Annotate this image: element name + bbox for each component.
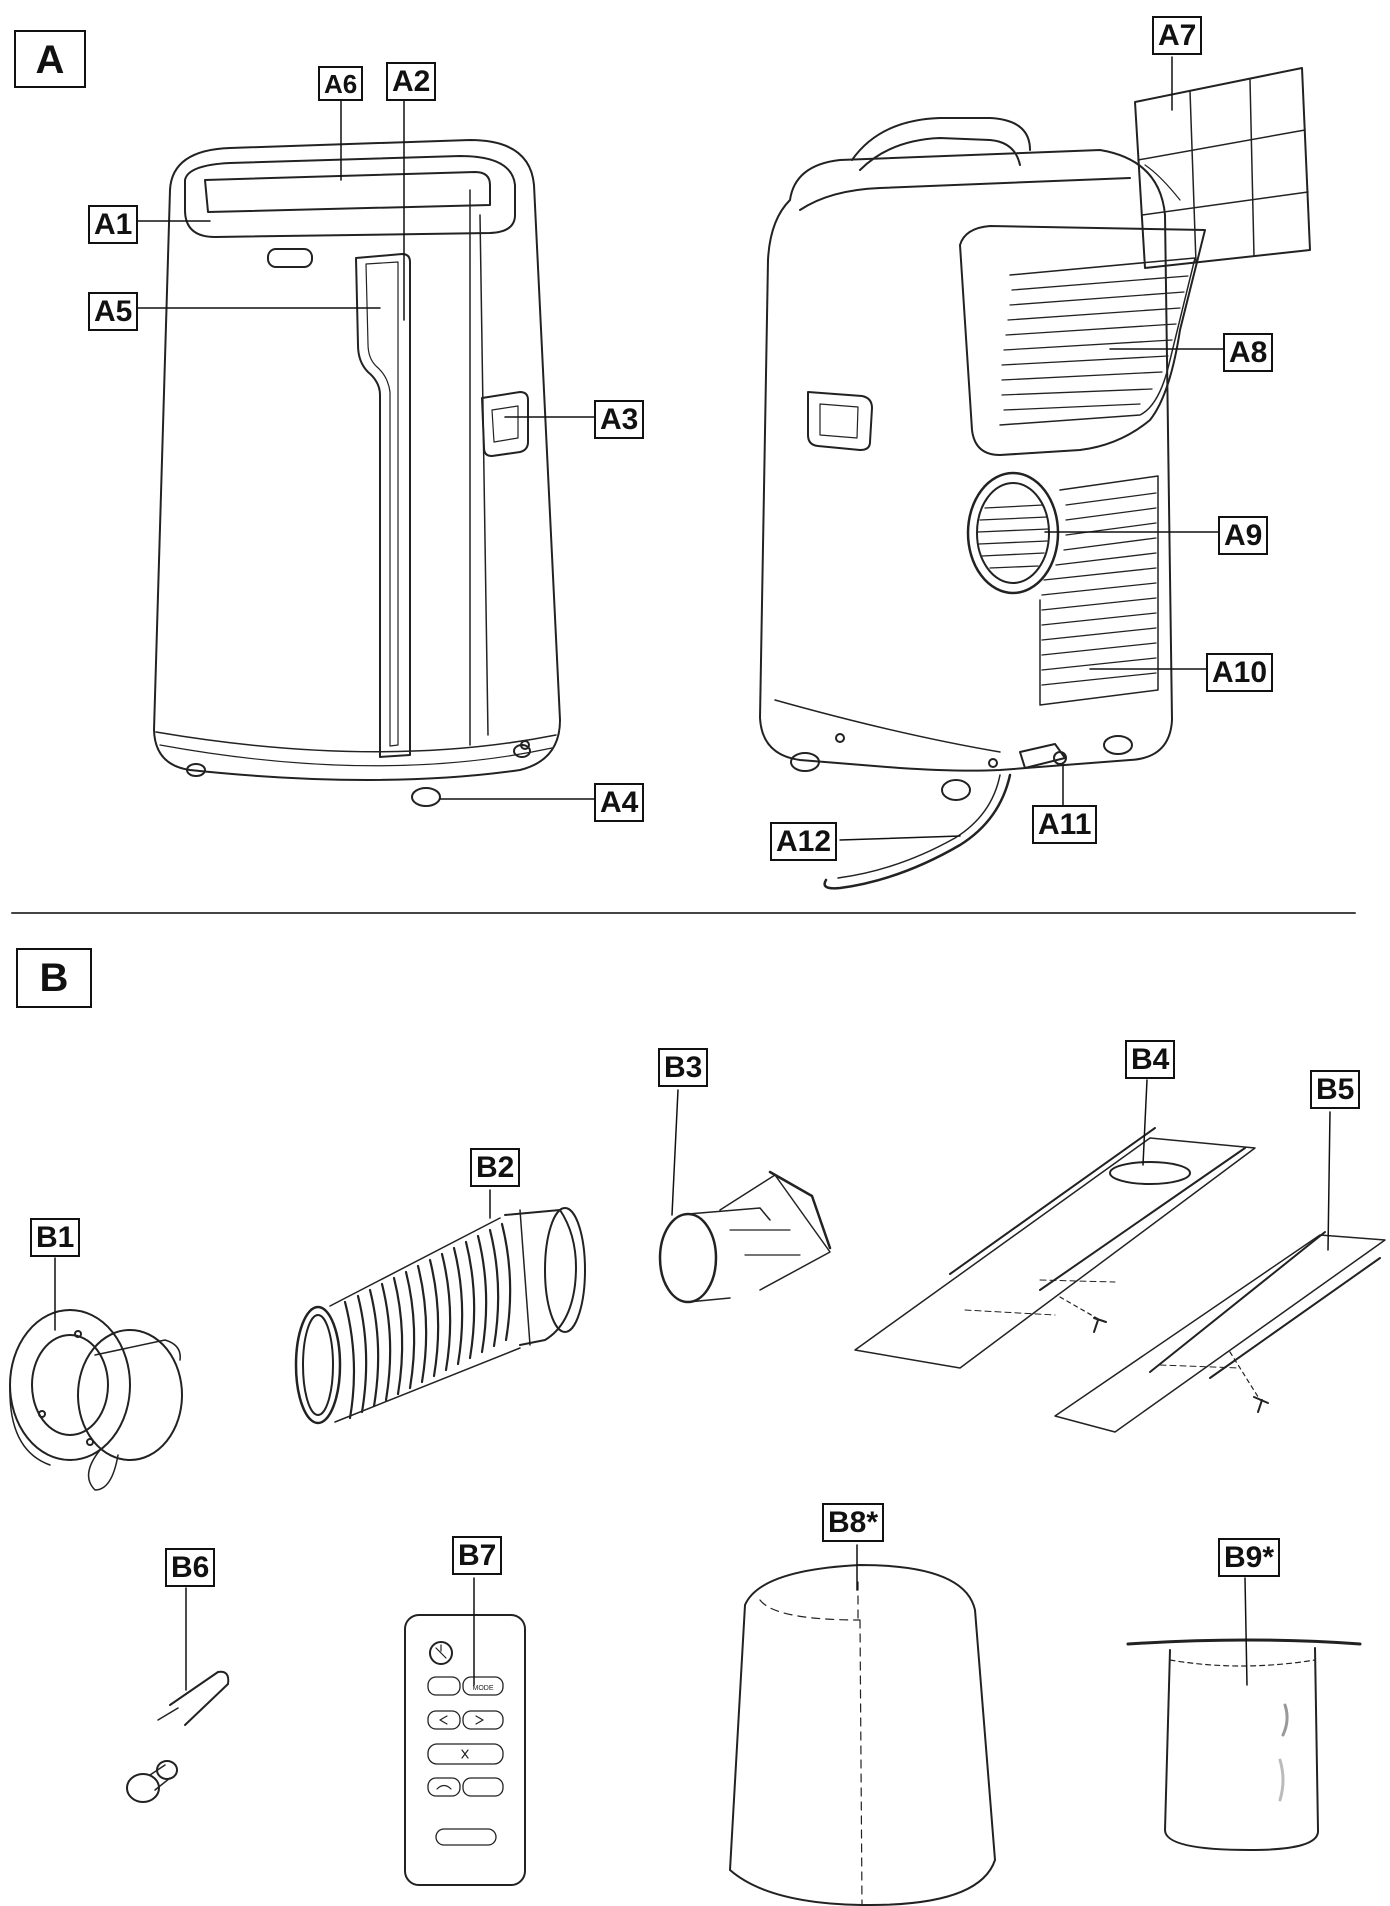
label-a3: A3: [594, 400, 645, 439]
section-b-heading: B: [16, 948, 92, 1008]
label-a12: A12: [770, 822, 838, 861]
label-a5: A5: [88, 292, 139, 331]
label-b6: B6: [165, 1548, 216, 1587]
label-b1: B1: [30, 1218, 81, 1257]
b5-window-kit-extension: [1054, 1231, 1386, 1433]
b9-bag: [1126, 1638, 1362, 1851]
b3-adapter: [658, 1170, 832, 1304]
b2-hose: [294, 1207, 586, 1425]
b6-drain-cap: [126, 1670, 230, 1803]
b8-cover: [729, 1564, 996, 1906]
label-a9: A9: [1218, 516, 1269, 555]
remote-mode-text: MODE: [473, 1685, 494, 1692]
leader-lines-a: [121, 56, 1226, 841]
label-b5: B5: [1310, 1070, 1361, 1109]
label-a4: A4: [594, 783, 645, 822]
label-a10: A10: [1206, 653, 1274, 692]
label-a8: A8: [1223, 333, 1274, 372]
section-a-heading: A: [14, 30, 86, 88]
b1-wall-plug: [9, 1309, 183, 1491]
label-a6: A6: [318, 66, 364, 101]
label-a2: A2: [386, 62, 437, 101]
label-b4: B4: [1125, 1040, 1176, 1079]
leader-lines-b: [54, 1079, 1331, 1691]
b4-window-kit: [854, 1127, 1256, 1369]
label-a11: A11: [1032, 805, 1098, 844]
b7-remote: MODE: [404, 1614, 526, 1886]
label-b9: B9*: [1218, 1538, 1281, 1577]
label-b8: B8*: [822, 1503, 885, 1542]
unit-front: [153, 139, 561, 807]
label-b7: B7: [452, 1536, 503, 1575]
label-a7: A7: [1152, 16, 1203, 55]
label-b2: B2: [470, 1148, 521, 1187]
label-b3: B3: [658, 1048, 709, 1087]
unit-rear: [759, 67, 1311, 890]
label-a1: A1: [88, 205, 139, 244]
